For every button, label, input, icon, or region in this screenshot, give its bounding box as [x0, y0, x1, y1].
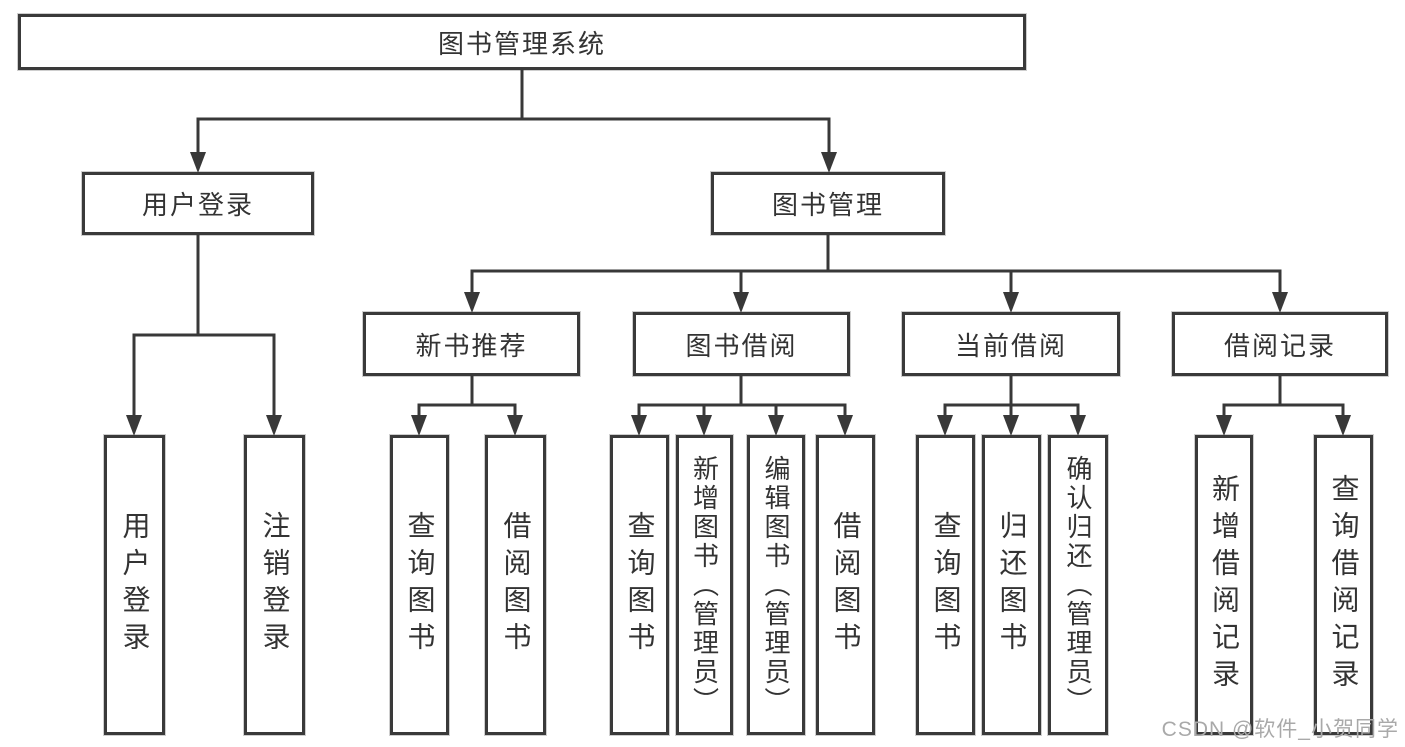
leaf-confirm-return-admin: 确认归还（管理员） [1048, 435, 1108, 735]
leaf-return-books: 归还图书 [982, 435, 1041, 735]
leaf-add-borrow-record: 新增借阅记录 [1195, 435, 1253, 735]
node-borrowing-records: 借阅记录 [1172, 312, 1388, 376]
node-book-management: 图书管理 [711, 172, 945, 235]
leaf-newbook-borrow-books: 借阅图书 [485, 435, 546, 735]
leaf-edit-books-admin: 编辑图书（管理员） [747, 435, 805, 735]
node-book-borrowing: 图书借阅 [633, 312, 850, 376]
leaf-newbook-query-books: 查询图书 [390, 435, 449, 735]
leaf-borrow-query-books: 查询图书 [610, 435, 669, 735]
node-user-login: 用户登录 [82, 172, 314, 235]
leaf-borrow-borrow-books: 借阅图书 [816, 435, 875, 735]
node-root-library-system: 图书管理系统 [18, 14, 1026, 70]
leaf-current-query-books: 查询图书 [916, 435, 975, 735]
node-current-borrowing: 当前借阅 [902, 312, 1120, 376]
csdn-watermark: CSDN @软件_小贺同学 [1161, 718, 1399, 741]
leaf-user-login: 用户登录 [104, 435, 165, 735]
leaf-query-borrow-record: 查询借阅记录 [1314, 435, 1373, 735]
leaf-add-books-admin: 新增图书（管理员） [676, 435, 733, 735]
leaf-logout: 注销登录 [244, 435, 305, 735]
node-new-book-recommend: 新书推荐 [363, 312, 580, 376]
